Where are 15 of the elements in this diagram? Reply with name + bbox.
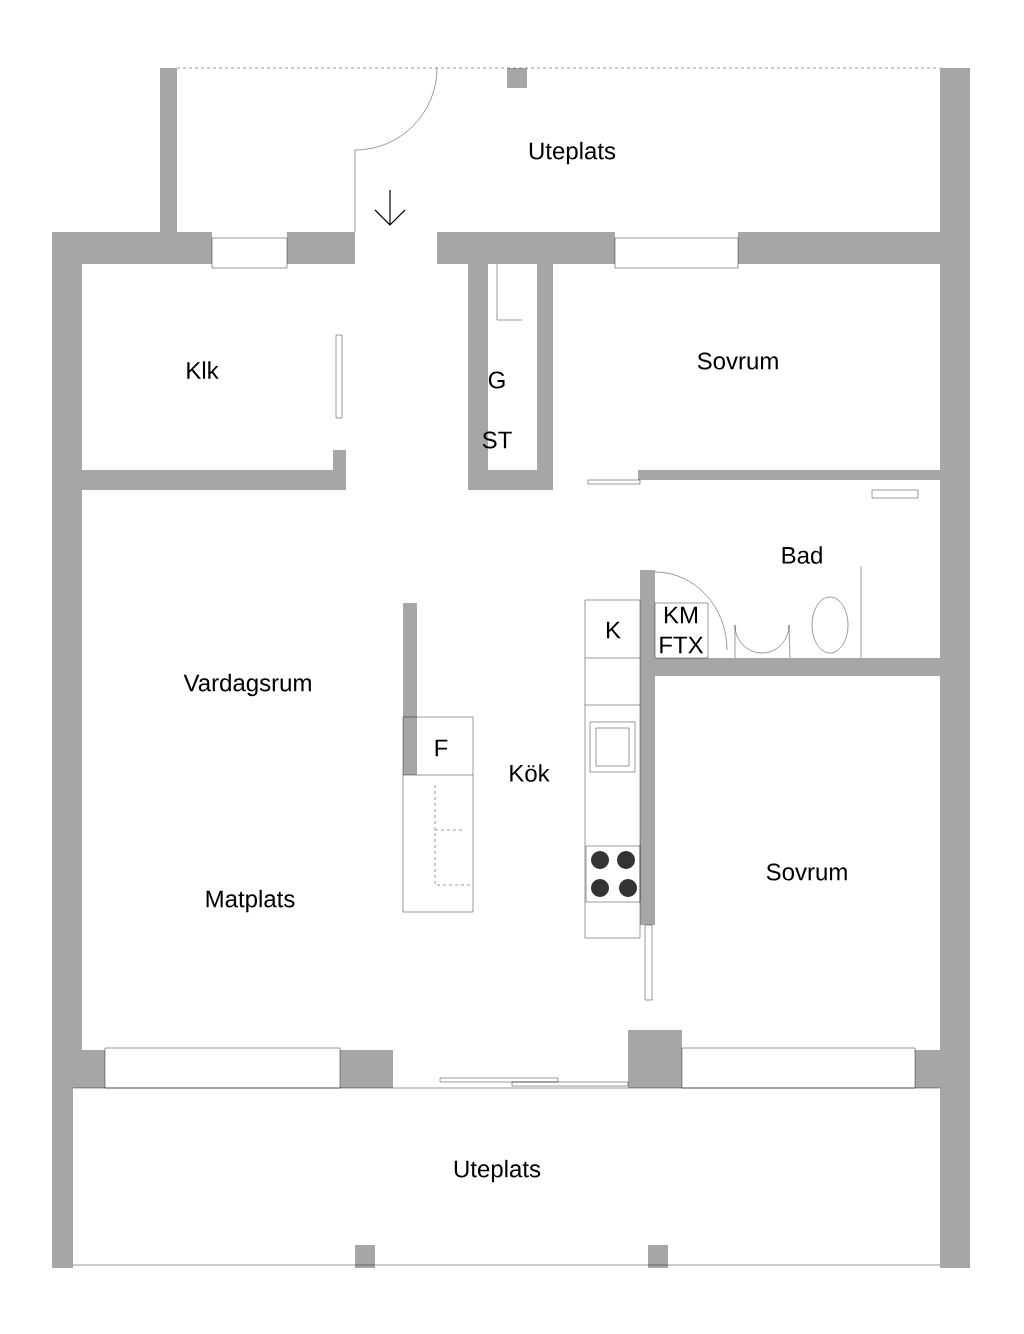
room-label: KM — [665, 606, 698, 624]
room-label: Sovrum — [766, 863, 847, 881]
room-label: Uteplats — [529, 141, 616, 165]
room-label: Uteplats — [454, 1159, 541, 1183]
room-label: Sovrum — [697, 352, 778, 370]
room-label: Kök — [510, 764, 550, 782]
room-label: Vardagsrum — [183, 673, 311, 697]
room-label: Bad — [782, 546, 822, 564]
room-label: F — [435, 739, 448, 757]
room-label: G — [488, 371, 505, 389]
room-label: Klk — [187, 361, 219, 379]
room-label: FTX — [660, 636, 704, 654]
room-label: Matplats — [206, 889, 295, 913]
room-label: K — [606, 621, 621, 639]
room-label: ST — [482, 431, 512, 449]
